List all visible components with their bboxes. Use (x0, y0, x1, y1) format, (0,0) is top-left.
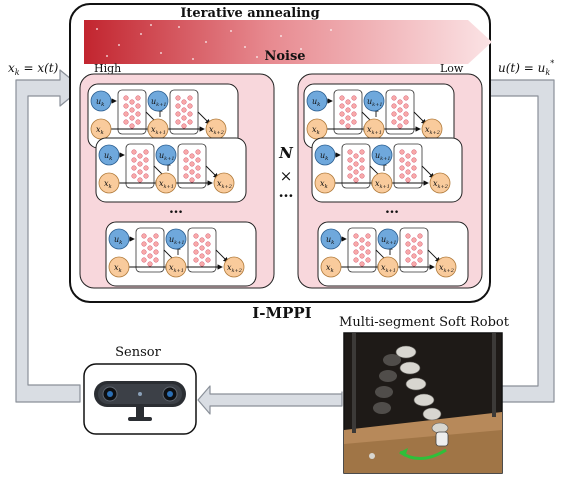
sim-cell-right-2 (312, 138, 462, 202)
multiplier-dots: … (279, 183, 294, 201)
noise-gradient-arrow (84, 20, 492, 64)
sim-cell-left-3 (106, 222, 256, 286)
cell-dots-right: … (385, 201, 399, 217)
noise-label: Noise (264, 49, 305, 64)
impi-label: I-MPPI (252, 304, 311, 322)
equation-right: u(t) = uk* (498, 59, 554, 77)
loop-arrow-left (15, 69, 83, 403)
multiplier-times: × (280, 167, 293, 185)
multiplier-n: N (278, 144, 294, 162)
noise-texture (96, 24, 332, 60)
loop-arrow-bottom (197, 385, 343, 415)
cell-dots-left: … (169, 201, 183, 217)
soft-robot-photo (343, 332, 503, 474)
noise-high-label: High (94, 62, 121, 75)
sensor-camera-icon (94, 381, 186, 421)
sim-cell-left-2 (96, 138, 246, 202)
sensor-title: Sensor (115, 345, 161, 360)
noise-low-label: Low (440, 62, 464, 75)
equation-left: xk = x(t) (8, 61, 59, 77)
sim-cell-right-3 (318, 222, 468, 286)
robot-title: Multi-segment Soft Robot (339, 315, 510, 330)
annealing-title: Iterative annealing (180, 6, 319, 21)
